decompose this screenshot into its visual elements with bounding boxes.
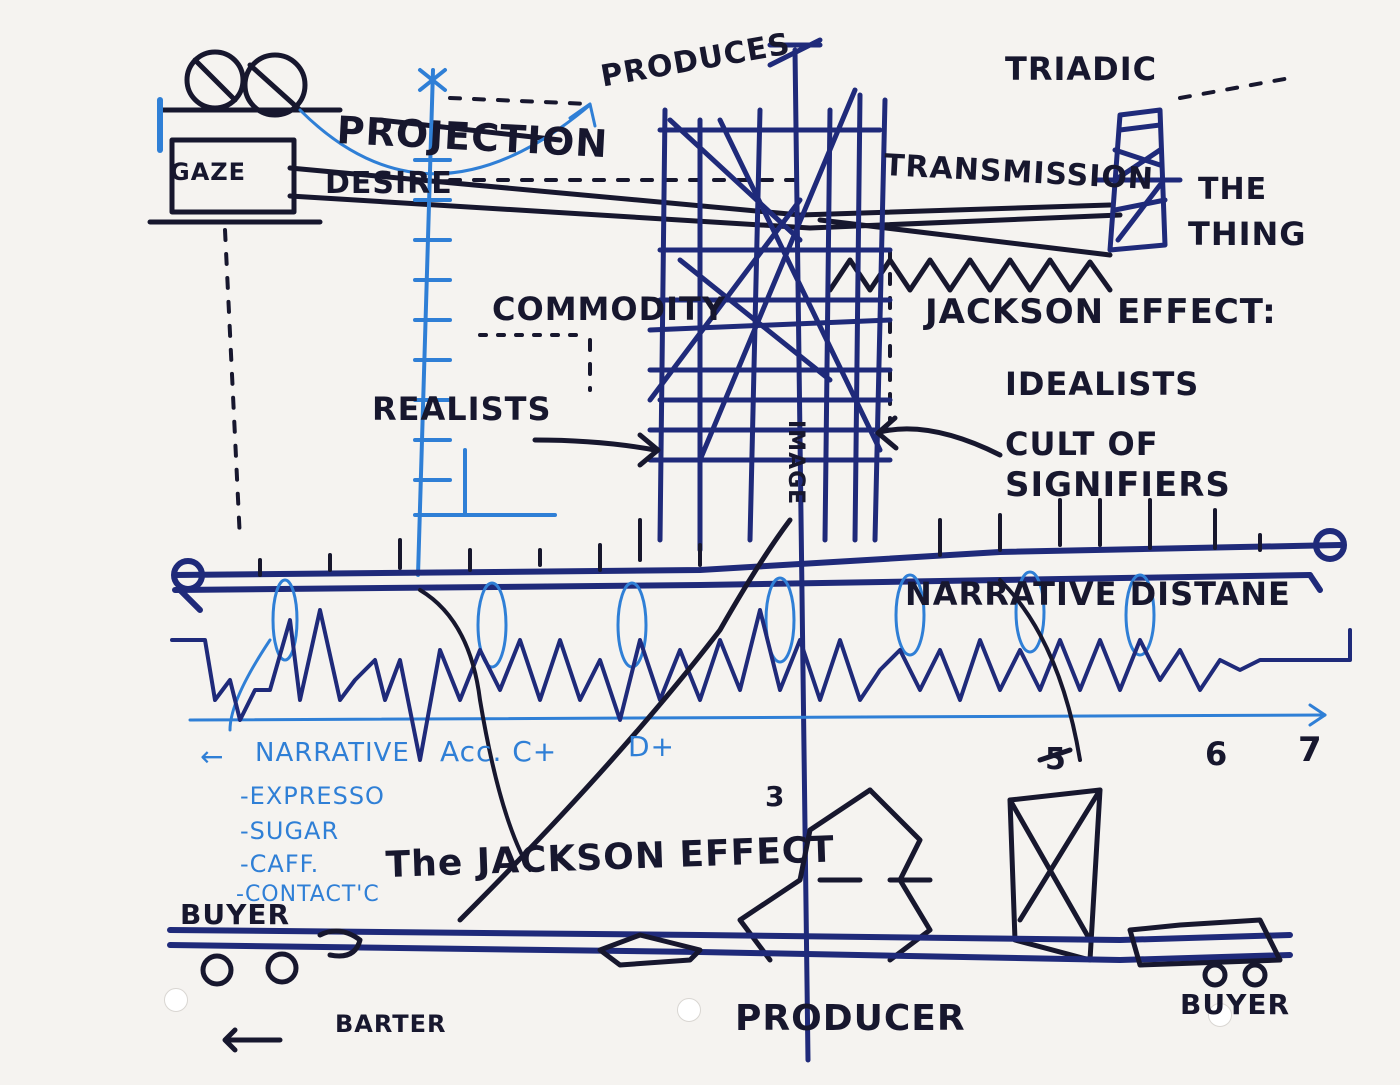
label-num-5: 5 [1045,742,1067,777]
label-thing: THING [1188,215,1307,253]
list-item: NARRATIVE [255,738,410,768]
list-item: -EXPRESSO [240,782,385,810]
label-barter: BARTER [335,1010,447,1038]
punch-hole-center [677,998,701,1022]
label-d-plus: D+ [628,730,675,763]
label-idealists: IDEALISTS [1005,365,1199,403]
label-narrative-distance: NARRATIVE DISTANE [905,575,1291,613]
label-image: IMAGE [783,420,808,505]
label-num-3: 3 [765,780,785,813]
label-buyer-right: BUYER [1180,988,1290,1021]
label-cult-of: CULT OF [1005,425,1159,463]
label-the: THE [1198,172,1267,207]
label-jackson-effect: JACKSON EFFECT: [925,292,1277,332]
list-item: -SUGAR [240,817,339,845]
cult-arrow [878,418,1000,455]
list-arrow: ← [200,740,224,773]
label-commodity: COMMODITY [492,290,726,328]
label-signifiers: SIGNIFIERS [1005,465,1231,505]
transmission-zigzag [830,260,1110,290]
label-num-6: 6 [1205,735,1228,773]
label-gaze: GAZE [170,158,246,186]
label-realists: REALISTS [372,390,551,428]
label-buyer-left: BUYER [180,898,290,931]
label-producer: PRODUCER [735,998,966,1039]
punch-hole-left [164,988,188,1012]
label-desire: DESIRE [325,166,453,201]
list-item: -CAFF. [240,850,319,878]
realists-arrow [535,435,658,465]
falling-curve [420,590,530,870]
label-acc: Acc. C+ [440,735,557,768]
label-num-7: 7 [1298,730,1323,770]
label-triadic: TRIADIC [1005,50,1157,88]
